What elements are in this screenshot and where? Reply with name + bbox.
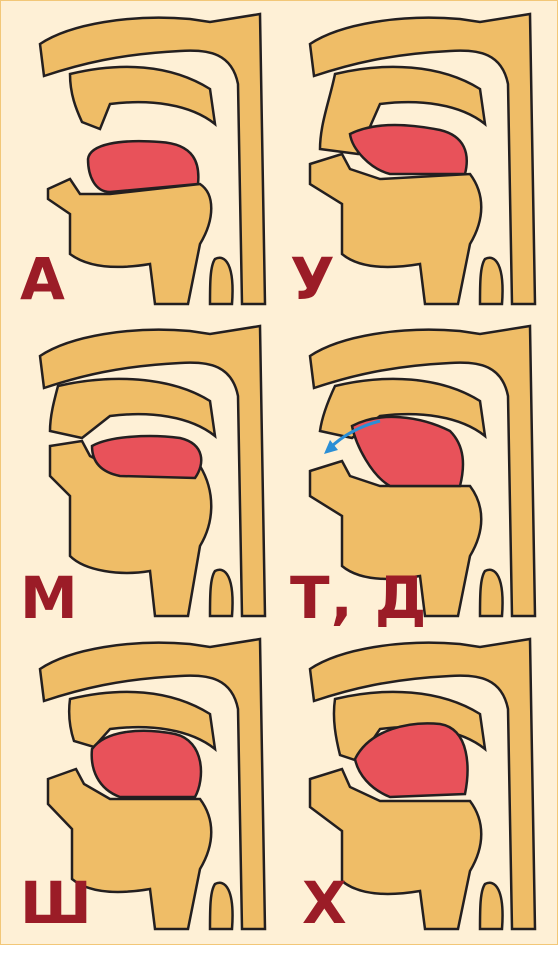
upper-jaw (50, 379, 215, 438)
articulation-cell-sh: Ш (10, 629, 280, 942)
sound-label-u: У (290, 250, 336, 308)
sound-label-h: Х (302, 874, 348, 932)
throat-part (480, 883, 503, 929)
lower-jaw (48, 179, 211, 304)
articulation-cell-u: У (280, 4, 550, 316)
tongue-shape (88, 141, 198, 192)
articulation-cell-m: М (10, 316, 280, 629)
sound-label-t-d: Т, Д (290, 569, 427, 627)
sound-label-a: А (20, 250, 66, 308)
tongue-shape (92, 731, 201, 797)
tongue-shape (92, 436, 201, 478)
sound-label-sh: Ш (20, 874, 93, 932)
articulation-grid: А У М (10, 4, 550, 942)
articulation-cell-t-d: Т, Д (280, 316, 550, 629)
tongue-shape (350, 125, 467, 174)
throat-part (480, 570, 503, 616)
throat-part (210, 570, 233, 616)
throat-part (480, 258, 503, 304)
articulation-cell-h: Х (280, 629, 550, 942)
tongue-shape (352, 417, 463, 486)
throat-part (210, 883, 233, 929)
sound-label-m: М (20, 569, 79, 627)
throat-part (210, 258, 233, 304)
articulation-cell-a: А (10, 4, 280, 316)
upper-jaw (70, 67, 215, 129)
